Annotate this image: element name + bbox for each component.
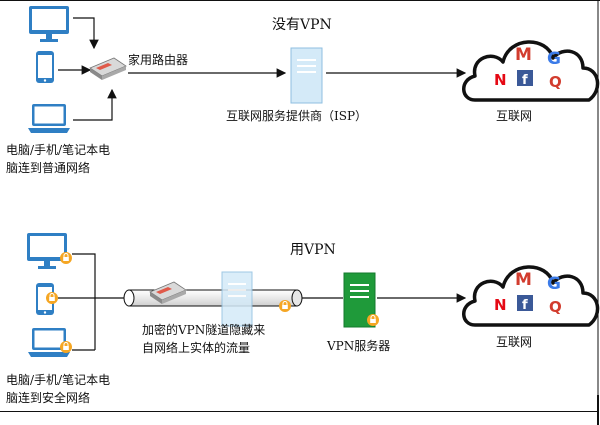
chat-icon: Q xyxy=(549,298,562,316)
devices-label-line1: 电脑/手机/笔记本电 xyxy=(6,143,111,157)
devices-label-line2: 脑连到普通网络 xyxy=(6,161,91,175)
vpn-devices-label-line2: 脑连到安全网络 xyxy=(6,391,91,405)
lock-icon xyxy=(366,313,380,327)
isp-server-icon xyxy=(290,47,323,104)
top-section: M G N f Q xyxy=(28,6,600,133)
vpn-devices-label-line1: 电脑/手机/笔记本电 xyxy=(6,373,111,387)
internet-label-vpn: 互联网 xyxy=(496,335,533,349)
gmail-icon: M xyxy=(515,270,532,290)
monitor-icon xyxy=(29,6,69,42)
netflix-icon: N xyxy=(494,296,507,314)
monitor-icon-vpn xyxy=(27,233,67,269)
lock-icon xyxy=(45,291,59,305)
chat-icon: Q xyxy=(549,73,562,91)
facebook-icon xyxy=(517,295,533,311)
svg-text:f: f xyxy=(522,298,528,313)
vpn-title: 用VPN xyxy=(290,242,336,258)
google-icon: G xyxy=(547,49,561,69)
svg-text:f: f xyxy=(522,73,528,88)
tunnel-label-line1: 加密的VPN隧道隐藏来 xyxy=(142,323,266,337)
cloud-icon: M G N f Q xyxy=(461,40,600,102)
router-label: 家用路由器 xyxy=(128,53,189,67)
lock-icon xyxy=(278,299,292,313)
phone-icon xyxy=(36,51,54,83)
bottom-section: M G N f Q xyxy=(27,233,600,357)
lock-icon xyxy=(59,251,73,265)
google-icon: G xyxy=(547,274,561,294)
laptop-icon xyxy=(28,104,70,133)
tunnel-label-line2: 自网络上实体的流量 xyxy=(142,341,251,355)
netflix-icon: N xyxy=(494,71,507,89)
internet-label: 互联网 xyxy=(496,109,533,123)
vpn-server-label: VPN服务器 xyxy=(327,339,391,353)
lock-icon xyxy=(59,340,73,354)
no-vpn-title: 没有VPN xyxy=(272,17,332,33)
device-connectors xyxy=(58,17,117,121)
vpn-device-connectors xyxy=(58,253,130,351)
facebook-icon xyxy=(517,70,533,86)
isp-label: 互联网服务提供商（ISP） xyxy=(226,109,368,123)
vpn-server-icon xyxy=(343,272,376,328)
cloud-icon-vpn: M G N f Q xyxy=(461,265,600,327)
isp-server-icon-vpn xyxy=(221,271,253,327)
router-icon xyxy=(89,57,127,81)
gmail-icon: M xyxy=(515,45,532,65)
